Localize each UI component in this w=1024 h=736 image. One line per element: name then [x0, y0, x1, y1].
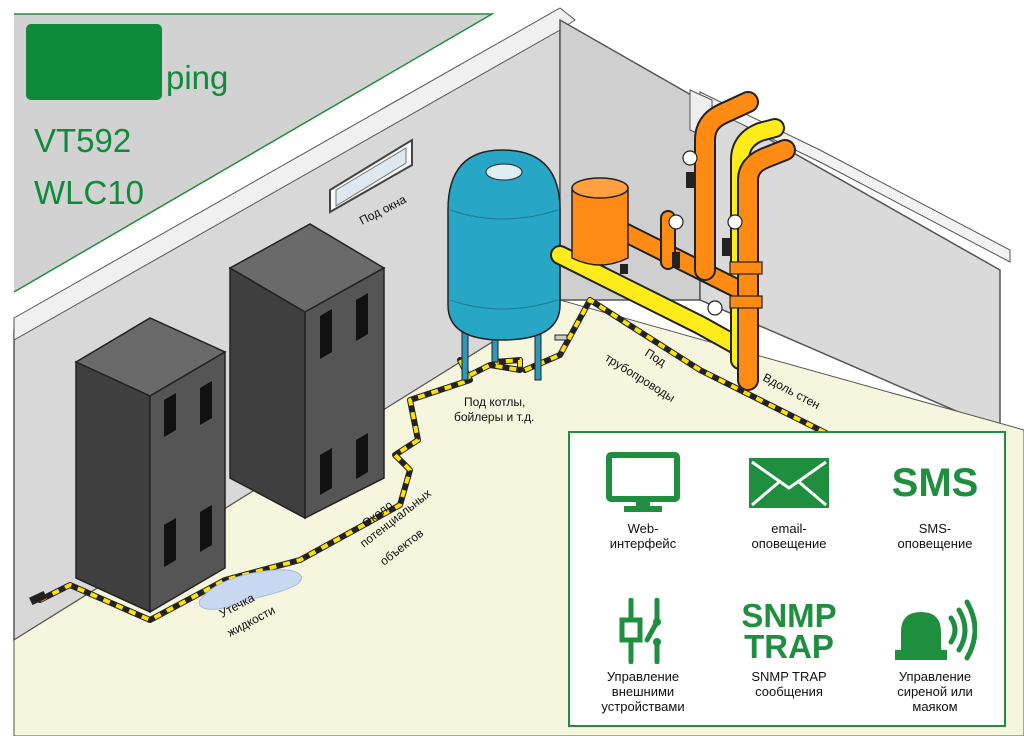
snmp-trap-text-icon: SNMP TRAP: [716, 595, 862, 667]
feature-snmp: SNMP TRAP SNMP TRAP сообщения: [716, 581, 862, 729]
feature-switch: Управление внешними устройствами: [570, 581, 716, 729]
water-puddle: [198, 569, 302, 610]
features-panel: Web- интерфейс email- оповещение SMS SMS…: [568, 431, 1006, 727]
feature-web: Web- интерфейс: [570, 433, 716, 581]
cabinet-left: [74, 317, 227, 614]
envelope-icon: [716, 447, 862, 519]
switch-icon: [570, 595, 716, 667]
label-boilers-1: Под котлы,: [464, 395, 525, 409]
sms-text-icon: SMS: [862, 447, 1008, 519]
monitor-icon: [570, 447, 716, 519]
sensor-cable: [29, 297, 843, 623]
siren-icon: [862, 595, 1008, 667]
window: [329, 138, 413, 214]
feature-siren-caption: Управление сиреной или маяком: [897, 669, 973, 714]
model-wlc10: WLC10: [34, 174, 144, 211]
logo-ping: ping: [166, 59, 228, 96]
cabinet-right: [228, 223, 386, 520]
expansion-tank: [447, 149, 568, 381]
label-boilers-2: бойлеры и т.д.: [454, 410, 534, 424]
feature-email: email- оповещение: [716, 433, 862, 581]
feature-web-caption: Web- интерфейс: [609, 521, 677, 551]
feature-switch-caption: Управление внешними устройствами: [601, 669, 685, 714]
feature-snmp-caption: SNMP TRAP сообщения: [751, 669, 827, 699]
feature-email-caption: email- оповещение: [751, 521, 827, 551]
feature-siren: Управление сиреной или маяком: [862, 581, 1008, 729]
feature-sms-caption: SMS- оповещение: [897, 521, 973, 551]
logo-net: net: [36, 59, 82, 96]
snmp-icon-text: SNMP: [741, 597, 837, 634]
sms-icon-text: SMS: [891, 460, 979, 505]
brand-panel: net ping VT592 WLC10: [13, 13, 495, 293]
feature-sms: SMS SMS- оповещение: [862, 433, 1008, 581]
model-vt592: VT592: [34, 122, 131, 159]
pipes: [550, 91, 796, 391]
trap-icon-text: TRAP: [744, 628, 834, 665]
